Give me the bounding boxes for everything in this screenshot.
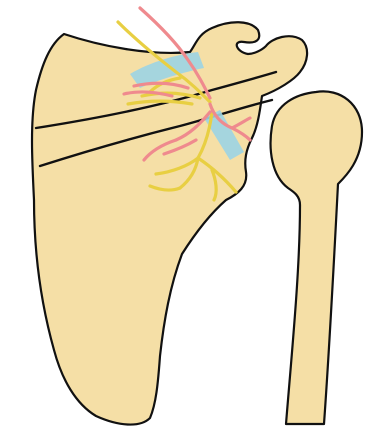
humerus-bone xyxy=(271,91,362,424)
